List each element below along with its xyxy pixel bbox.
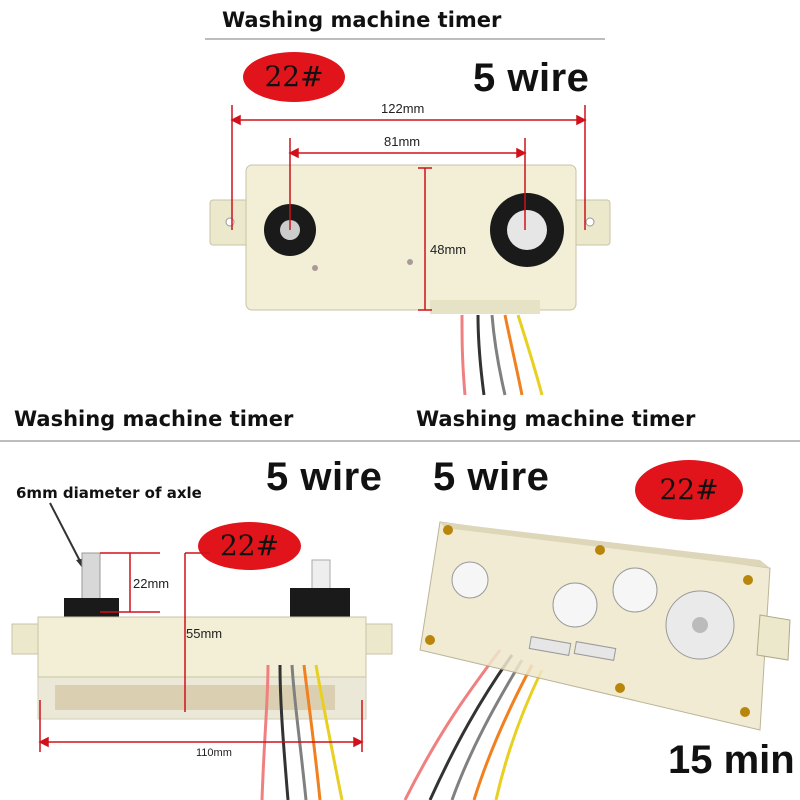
top-model-badge: 22#	[243, 52, 345, 102]
axle-diameter-note: 6mm diameter of axle	[16, 484, 202, 502]
top-wires	[460, 314, 544, 396]
top-dim-width-inner: 81mm	[384, 134, 421, 149]
bottom-right-model-badge: 22#	[635, 460, 743, 520]
bottom-right-wire-label: 5 wire	[433, 455, 550, 499]
top-dim-height: 48mm	[430, 242, 467, 257]
dim-body-height: 55mm	[186, 626, 223, 641]
bottom-left-wire-label: 5 wire	[266, 455, 383, 499]
top-wire-label: 5 wire	[473, 56, 590, 100]
dim-body-width: 110mm	[196, 747, 232, 759]
dim-shaft-length: 22mm	[133, 576, 170, 591]
duration-label: 15 min	[668, 738, 795, 782]
bottom-left-model-badge: 22#	[198, 522, 301, 570]
top-dimension-lines	[230, 105, 587, 311]
bottom-right-title: Washing machine timer	[416, 407, 696, 431]
bottom-left-title: Washing machine timer	[14, 407, 294, 431]
top-title-rule	[205, 38, 605, 40]
top-dim-width-total: 122mm	[381, 101, 425, 116]
top-title: Washing machine timer	[222, 8, 502, 32]
bottom-divider	[0, 440, 800, 442]
